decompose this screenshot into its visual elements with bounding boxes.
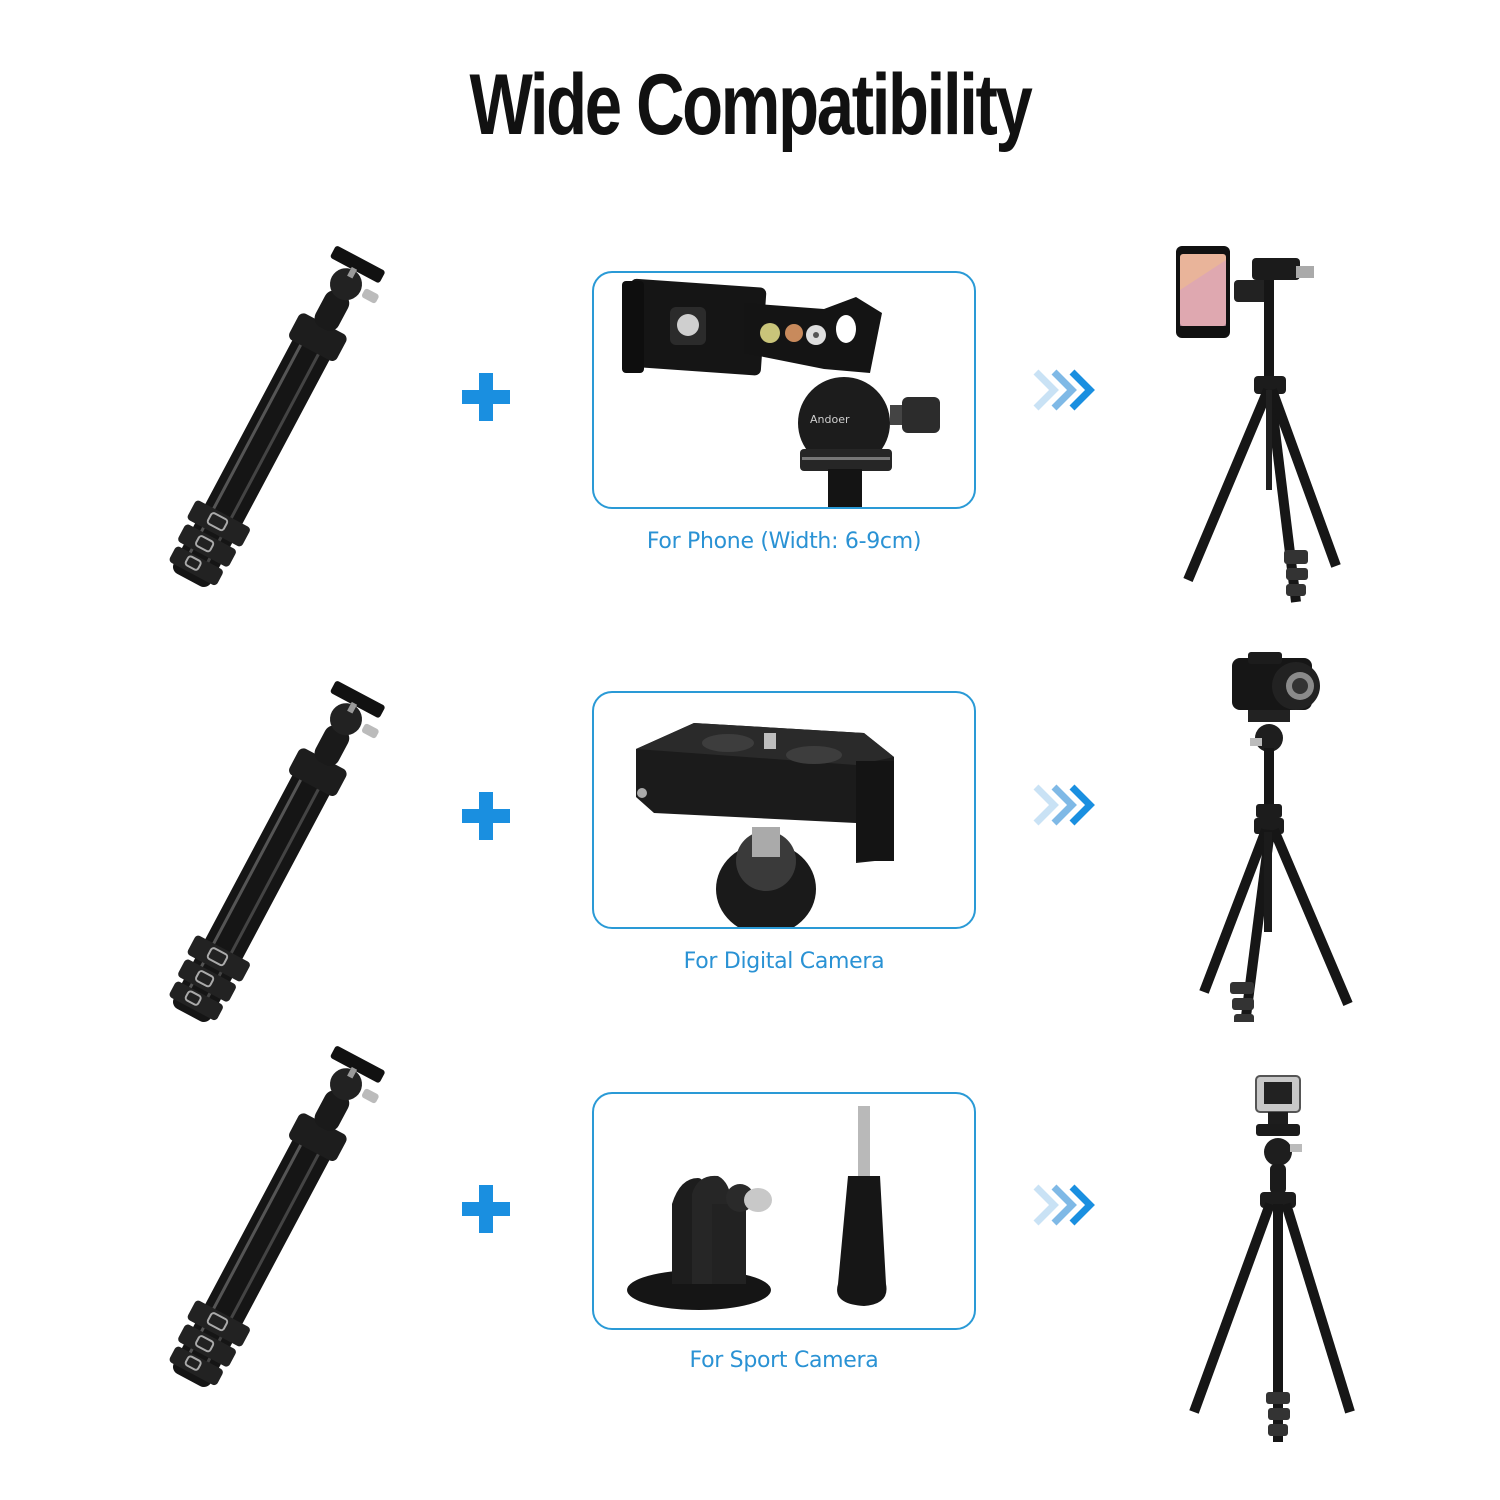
- triple-chevron-right-icon: [1032, 1183, 1104, 1227]
- phone-clamp-image: Andoer: [622, 278, 940, 507]
- assembled-tripod-action-camera-image: [1160, 1072, 1380, 1442]
- accessory-box-action-mount: [592, 1092, 976, 1330]
- plus-icon: [462, 792, 510, 840]
- folded-tripod-image: [140, 670, 400, 1050]
- action-mount-image: [627, 1106, 887, 1310]
- assembled-tripod-dslr-image: [1160, 652, 1380, 1022]
- assembled-tripod-phone-image: [1160, 240, 1380, 610]
- accessory-caption: For Sport Camera: [689, 1348, 879, 1373]
- triple-chevron-right-icon: [1032, 783, 1104, 827]
- folded-tripod-image: [140, 1035, 400, 1415]
- compat-row-sport-camera: For Sport Camera: [0, 1035, 1500, 1442]
- accessory-box-quick-release-plate: [592, 691, 976, 929]
- compat-row-digital-camera: For Digital Camera: [0, 652, 1500, 1070]
- quick-release-plate-image: [636, 723, 894, 927]
- triple-chevron-right-icon: [1032, 368, 1104, 412]
- accessory-caption: For Phone (Width: 6-9cm): [646, 529, 922, 554]
- accessory-caption: For Digital Camera: [683, 949, 885, 974]
- page-title: Wide Compatibility: [469, 57, 1032, 153]
- accessory-box-phone-clamp: Andoer: [592, 271, 976, 509]
- folded-tripod-image: [140, 235, 400, 615]
- plus-icon: [462, 373, 510, 421]
- compat-row-phone: Andoer For Phone (Width: 6-9cm): [0, 235, 1500, 635]
- plus-icon: [462, 1185, 510, 1233]
- brand-label: Andoer: [810, 413, 850, 426]
